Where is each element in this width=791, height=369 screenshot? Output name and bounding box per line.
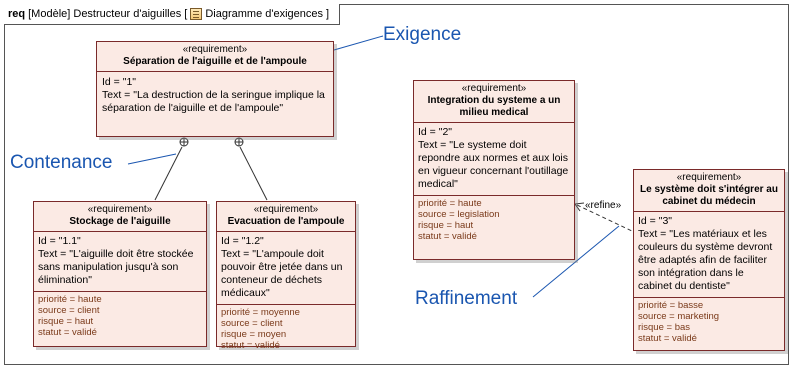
exigence-pointer-line	[333, 35, 384, 51]
requirement-header: «requirement» Evacuation de l'ampoule	[217, 202, 355, 232]
frame-header: req [Modèle] Destructeur d'aiguilles [ D…	[4, 4, 341, 25]
requirement-properties: priorité = moyenne source = client risqu…	[217, 305, 355, 354]
property-risk: risque = haut	[38, 316, 94, 327]
requirement-body: Id = "2" Text = "Le systeme doit repondr…	[414, 123, 574, 196]
requirement-id: Id = "1.1"	[38, 235, 81, 247]
requirement-properties: priorité = haute source = client risque …	[34, 292, 206, 341]
property-priority: priorité = haute	[38, 294, 102, 305]
frame-label: [Modèle] Destructeur d'aiguilles [	[28, 7, 188, 20]
property-status: statut = validé	[418, 231, 477, 242]
requirement-properties: priorité = basse source = marketing risq…	[634, 298, 784, 347]
requirement-text: Text = "Les matériaux et les couleurs du…	[638, 228, 773, 292]
annotation-exigence: Exigence	[383, 24, 462, 45]
requirement-id: Id = "1.2"	[221, 235, 264, 247]
property-source: source = marketing	[638, 311, 720, 322]
requirement-name: Stockage de l'aiguille	[69, 216, 171, 227]
requirement-body: Id = "3" Text = "Les matériaux et les co…	[634, 212, 784, 298]
property-risk: risque = bas	[638, 322, 691, 333]
requirement-name: Evacuation de l'ampoule	[227, 216, 345, 227]
requirement-body: Id = "1.1" Text = "L'aiguille doit être …	[34, 232, 206, 292]
requirement-diagram-icon	[190, 8, 203, 20]
requirement-1-1[interactable]: «requirement» Stockage de l'aiguille Id …	[33, 201, 207, 347]
requirement-text: Text = "L'ampoule doit pouvoir être jeté…	[221, 248, 343, 299]
property-priority: priorité = moyenne	[221, 307, 300, 318]
annotation-contenance: Contenance	[10, 152, 113, 173]
requirement-id: Id = "3"	[638, 215, 673, 227]
raffinement-pointer-line	[532, 225, 620, 298]
requirement-properties: priorité = haute source = legislation ri…	[414, 196, 574, 245]
refine-dependency-line	[576, 204, 633, 232]
contenance-pointer-line	[127, 153, 177, 165]
property-status: statut = validé	[38, 327, 97, 338]
property-source: source = legislation	[418, 209, 500, 220]
requirement-header: «requirement» Integration du systeme a u…	[414, 81, 574, 123]
requirement-3[interactable]: «requirement» Le système doit s'intégrer…	[633, 169, 785, 351]
property-priority: priorité = basse	[638, 300, 704, 311]
refine-label: «refine»	[585, 200, 622, 211]
requirement-text: Text = "La destruction de la seringue im…	[102, 89, 325, 114]
property-source: source = client	[221, 318, 283, 329]
frame-diagram-name[interactable]: Diagramme d'exigences	[205, 7, 324, 20]
requirement-header: «requirement» Le système doit s'intégrer…	[634, 170, 784, 212]
requirement-id: Id = "1"	[102, 76, 137, 88]
property-source: source = client	[38, 305, 100, 316]
property-status: statut = validé	[638, 333, 697, 344]
diagram-frame	[4, 4, 789, 365]
containment-line-1-1	[154, 146, 183, 201]
requirement-name: Séparation de l'aiguille et de l'ampoule	[123, 56, 307, 67]
requirement-header: «requirement» Séparation de l'aiguille e…	[97, 42, 333, 72]
stereotype-label: «requirement»	[461, 83, 527, 94]
property-priority: priorité = haute	[418, 198, 482, 209]
requirement-body: Id = "1.2" Text = "L'ampoule doit pouvoi…	[217, 232, 355, 305]
requirement-text: Text = "L'aiguille doit être stockée san…	[38, 248, 194, 286]
annotation-raffinement: Raffinement	[415, 288, 518, 309]
refine-arrowhead	[574, 202, 585, 212]
requirement-id: Id = "2"	[418, 126, 453, 138]
requirement-1[interactable]: «requirement» Séparation de l'aiguille e…	[96, 41, 334, 137]
containment-line-1-2	[239, 146, 268, 201]
frame-close: ]	[326, 7, 330, 20]
stereotype-label: «requirement»	[676, 172, 742, 183]
property-risk: risque = haut	[418, 220, 474, 231]
requirement-text: Text = "Le systeme doit repondre aux nor…	[418, 139, 569, 190]
frame-keyword: req	[8, 7, 26, 20]
property-risk: risque = moyen	[221, 329, 287, 340]
requirement-2[interactable]: «requirement» Integration du systeme a u…	[413, 80, 575, 260]
requirement-body: Id = "1" Text = "La destruction de la se…	[97, 72, 333, 119]
requirement-1-2[interactable]: «requirement» Evacuation de l'ampoule Id…	[216, 201, 356, 351]
property-status: statut = validé	[221, 340, 280, 351]
stereotype-label: «requirement»	[253, 204, 319, 215]
stereotype-label: «requirement»	[87, 204, 153, 215]
stereotype-label: «requirement»	[182, 44, 248, 55]
requirement-name: Le système doit s'intégrer au cabinet du…	[640, 184, 778, 207]
requirement-header: «requirement» Stockage de l'aiguille	[34, 202, 206, 232]
requirement-name: Integration du systeme a un milieu medic…	[427, 95, 561, 118]
